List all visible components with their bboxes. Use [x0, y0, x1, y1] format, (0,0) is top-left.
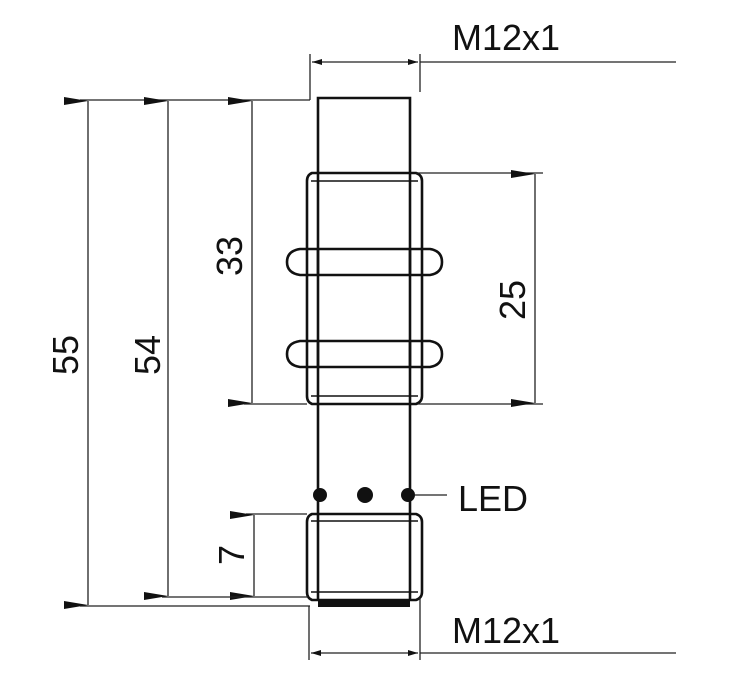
dimension-54: 54 [127, 97, 169, 600]
led-dot-right [401, 488, 415, 502]
dimension-54-label: 54 [127, 335, 168, 375]
top-thread-label: M12x1 [452, 17, 560, 58]
dimension-33-label: 33 [209, 236, 250, 276]
top-thread-dimension: M12x1 [309, 17, 676, 100]
dimension-7: 7 [211, 511, 307, 600]
dimension-25-label: 25 [492, 280, 533, 320]
upper-nut [285, 247, 444, 277]
dimension-33: 33 [209, 97, 253, 407]
connector-end-band [318, 599, 410, 607]
dimension-25: 25 [416, 170, 543, 407]
led-indicators [313, 487, 415, 503]
dimension-55: 55 [45, 97, 89, 609]
bottom-thread-dimension: M12x1 [308, 598, 676, 660]
led-dot-center [357, 487, 373, 503]
led-label: LED [458, 478, 528, 519]
sensor-body [285, 96, 444, 607]
bottom-thread-label: M12x1 [452, 610, 560, 651]
led-dot-left [313, 488, 327, 502]
dimension-55-label: 55 [45, 335, 86, 375]
lower-nut [285, 339, 444, 369]
led-callout: LED [415, 478, 528, 519]
connector-thread [305, 512, 424, 607]
upper-thread [305, 171, 424, 406]
dimension-7-label: 7 [211, 545, 252, 565]
